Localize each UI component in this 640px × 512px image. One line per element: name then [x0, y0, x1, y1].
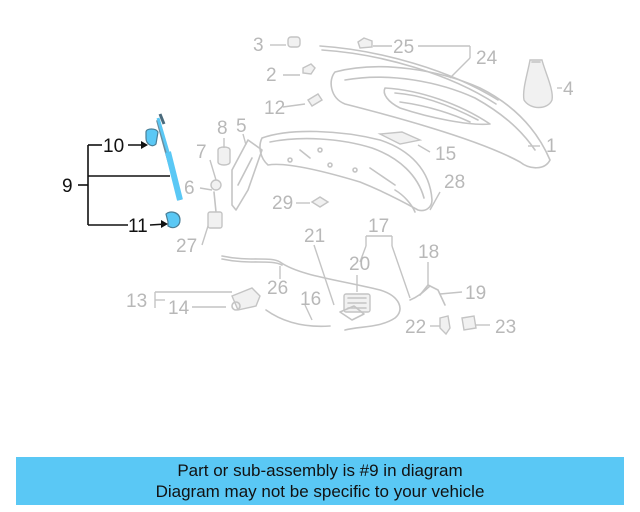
bracket-11 — [165, 211, 181, 229]
callout-28: 28 — [444, 172, 465, 193]
latch-15 — [377, 131, 423, 145]
banner-line-2: Diagram may not be specific to your vehi… — [155, 482, 485, 501]
callout-7: 7 — [196, 142, 207, 163]
callout-9: 9 — [62, 176, 73, 197]
callout-21: 21 — [304, 226, 325, 247]
callout-24: 24 — [476, 48, 498, 69]
callout-27: 27 — [176, 236, 197, 257]
callout-25: 25 — [393, 37, 414, 58]
bolt-6 — [213, 191, 217, 213]
parts-diagram: 1 2 3 4 5 6 7 8 9 10 11 12 13 14 15 16 1… — [62, 35, 574, 338]
bumper-2 — [302, 63, 316, 75]
hood-panel — [330, 65, 551, 169]
hood-lift-support — [156, 113, 183, 201]
support-18 — [419, 284, 446, 306]
bolt-12 — [307, 93, 323, 107]
callout-1: 1 — [546, 136, 557, 157]
dark-leaders — [78, 141, 170, 228]
stop-8 — [217, 146, 231, 166]
bracket-10 — [145, 128, 159, 147]
nut-7 — [210, 179, 222, 191]
grey-leaders — [154, 44, 562, 327]
callout-26: 26 — [267, 278, 288, 299]
callout-4: 4 — [563, 79, 574, 100]
callout-13: 13 — [126, 291, 147, 312]
clip-29 — [310, 196, 330, 208]
hood-insulator — [259, 130, 433, 213]
callout-20: 20 — [349, 254, 370, 275]
callout-23: 23 — [495, 317, 516, 338]
callout-19: 19 — [465, 283, 486, 304]
weatherstrip — [319, 45, 499, 101]
cap-23 — [461, 315, 477, 331]
callout-22: 22 — [405, 317, 426, 338]
callout-14: 14 — [168, 298, 190, 319]
bag-4 — [522, 59, 553, 109]
bumper-22 — [439, 315, 451, 336]
callout-29: 29 — [272, 193, 293, 214]
callout-5: 5 — [236, 116, 247, 137]
callout-10: 10 — [103, 136, 124, 157]
info-banner: Part or sub-assembly is #9 in diagram Di… — [16, 457, 624, 505]
callout-16: 16 — [300, 289, 321, 310]
callout-6: 6 — [184, 178, 195, 199]
callout-15: 15 — [435, 144, 456, 165]
clip-25 — [357, 37, 373, 49]
callout-8: 8 — [217, 118, 228, 139]
callout-12: 12 — [264, 98, 285, 119]
callout-3: 3 — [253, 35, 264, 56]
latch-13 — [231, 287, 261, 311]
bumper-27 — [207, 211, 223, 229]
bracket-5 — [231, 139, 263, 211]
clip-3 — [287, 36, 301, 48]
callout-18: 18 — [418, 242, 439, 263]
callout-17: 17 — [368, 216, 389, 237]
callout-2: 2 — [266, 65, 277, 86]
callout-11: 11 — [128, 216, 148, 237]
banner-line-1: Part or sub-assembly is #9 in diagram — [177, 461, 463, 480]
